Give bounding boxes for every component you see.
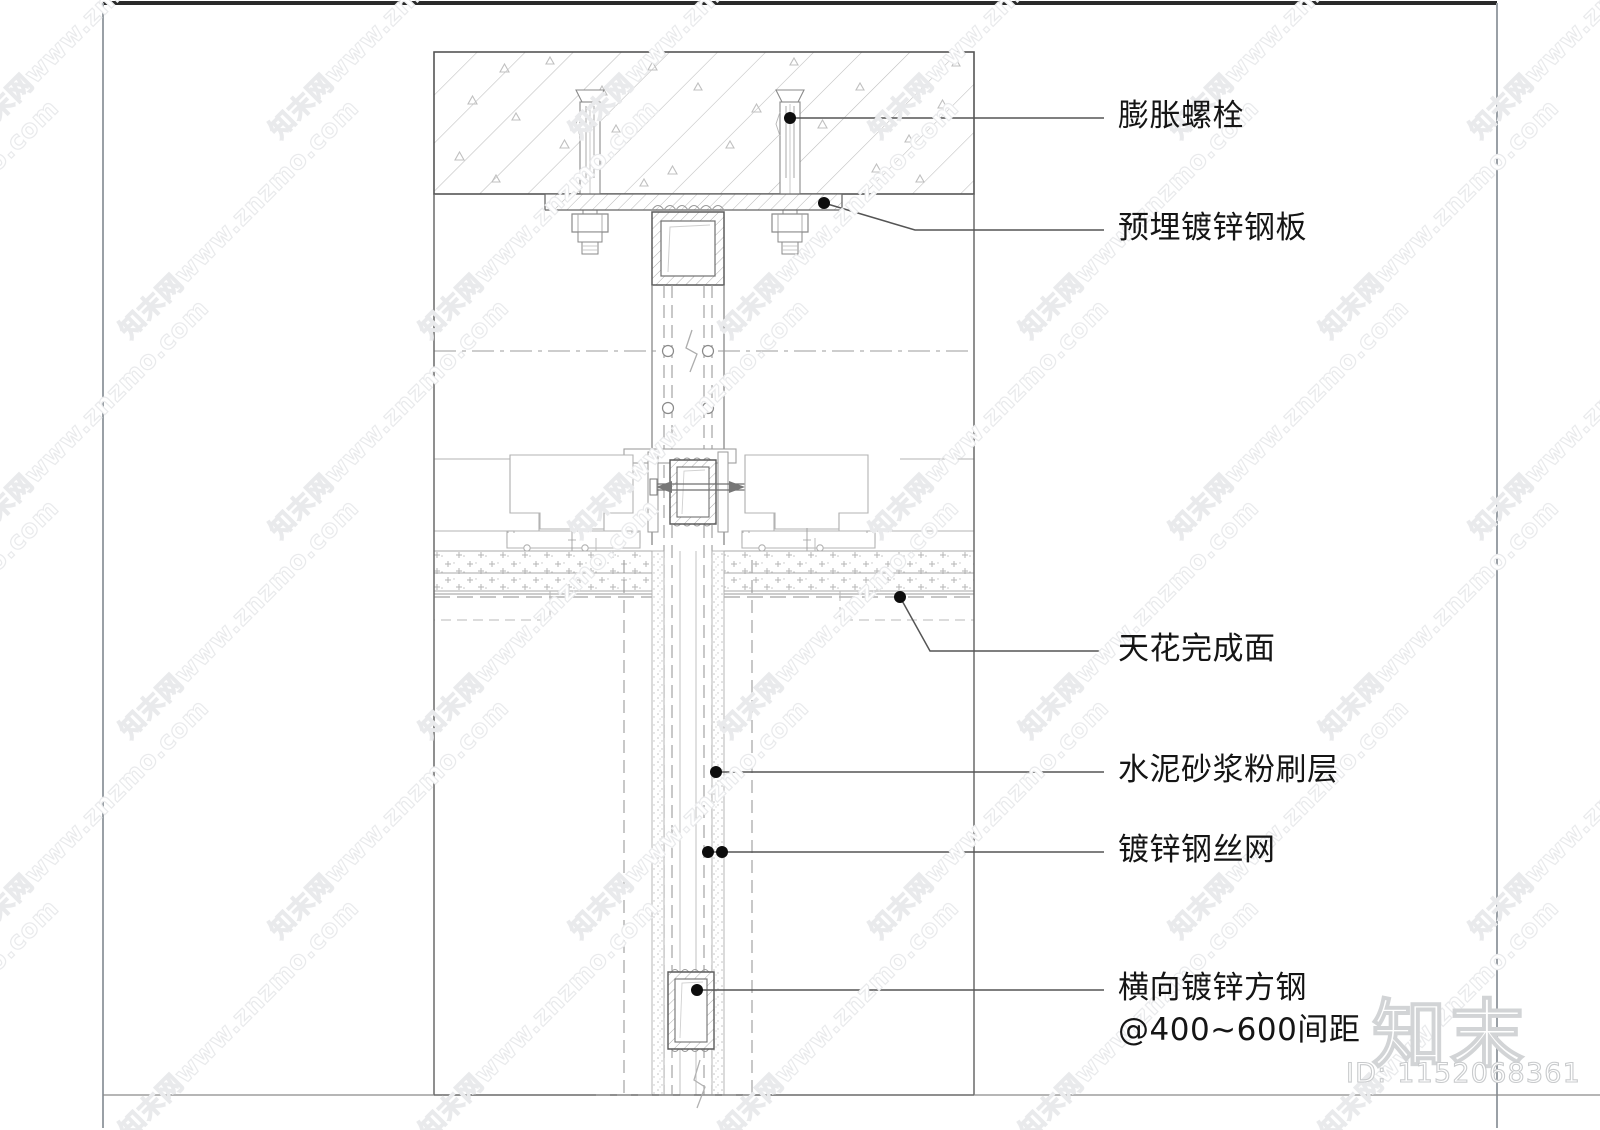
annotation-horizontal-square-steel-line1: 横向镀锌方钢 — [1118, 970, 1307, 1006]
mid-connection-square-tube — [623, 448, 753, 533]
annotation-embedded-steel-plate: 预埋镀锌钢板 — [1118, 210, 1307, 246]
annotation-horizontal-square-steel-line2: @400~600间距 — [1118, 1012, 1361, 1048]
annotation-expansion-bolt: 膨胀螺栓 — [1118, 98, 1244, 134]
vertical-square-tube-upper — [651, 205, 725, 286]
drawing-outline-box — [103, 194, 1600, 1109]
sheet-frame — [102, 1, 1498, 1128]
asset-id-label: ID: 1152068361 — [1345, 1057, 1582, 1089]
concrete-slab — [433, 51, 975, 195]
annotation-ceiling-finished-surface: 天花完成面 — [1118, 631, 1276, 667]
brand-watermark-logo: 知末 — [1371, 991, 1528, 1079]
annotation-leader-dots — [691, 112, 906, 996]
expansion-bolt-right — [771, 89, 809, 255]
annotation-galvanized-steel-wire-mesh: 镀锌钢丝网 — [1118, 832, 1276, 868]
leader-ceiling-finish — [899, 596, 1104, 652]
embedded-steel-plate — [544, 193, 843, 211]
annotation-leaders — [697, 117, 1104, 991]
light-fixture-left — [434, 454, 641, 572]
annotation-cement-mortar-plaster-layer: 水泥砂浆粉刷层 — [1118, 752, 1339, 788]
leader-steel-plate — [823, 202, 1104, 231]
expansion-bolt-left — [571, 89, 609, 255]
light-fixture-right — [741, 454, 974, 572]
